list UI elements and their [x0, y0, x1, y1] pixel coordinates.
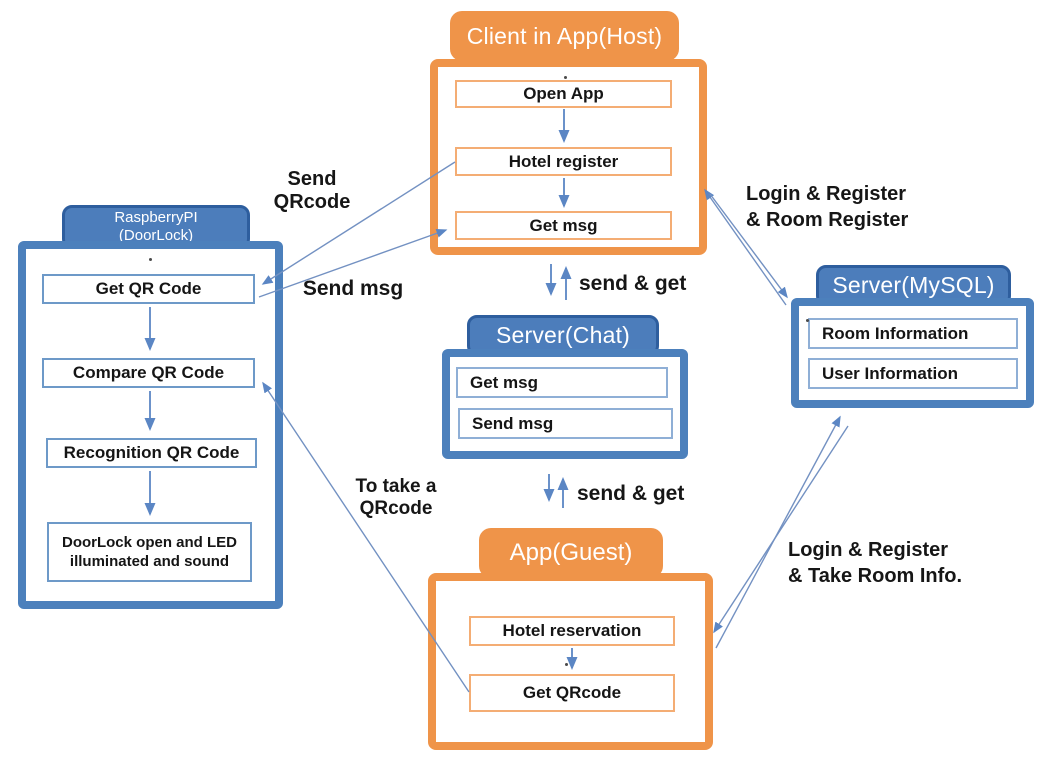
connector-mysql-to-guest: [713, 425, 849, 634]
step-hotel-reservation: Hotel reservation: [469, 616, 675, 646]
node-app-guest: [428, 573, 713, 750]
node-app-guest-header: App(Guest): [479, 528, 663, 578]
label-to-take-qrcode: To take a QRcode: [355, 476, 437, 519]
node-app-guest-title: App(Guest): [509, 539, 633, 566]
label-login-room-register: Login & Register & Room Register: [746, 183, 909, 231]
step-user-information: User Information: [808, 358, 1018, 389]
node-server-mysql-title: Server(MySQL): [832, 272, 995, 298]
stray-dot: [149, 258, 152, 261]
step-recognition-qr-code: Recognition QR Code: [46, 438, 257, 468]
step-chat-send-msg: Send msg: [458, 408, 673, 439]
node-raspberrypi-title-line1: RaspberryPI: [114, 209, 198, 226]
step-client-get-msg: Get msg: [455, 211, 672, 240]
step-open-app: Open App: [455, 80, 672, 108]
stray-dot: [565, 663, 568, 666]
node-server-chat: [442, 349, 688, 459]
node-client-host-header: Client in App(Host): [450, 11, 679, 61]
stray-dot: [806, 319, 809, 322]
label-send-get-top: send & get: [579, 272, 687, 295]
step-get-qr-code: Get QR Code: [42, 274, 255, 304]
connector-guest-to-mysql: [715, 415, 841, 649]
step-chat-get-msg: Get msg: [456, 367, 668, 398]
step-hotel-register: Hotel register: [455, 147, 672, 176]
node-server-mysql: [791, 298, 1034, 408]
step-get-qrcode: Get QRcode: [469, 674, 675, 712]
label-send-qrcode: Send QRcode: [273, 168, 351, 213]
step-doorlock-open: DoorLock open and LED illuminated and so…: [47, 522, 252, 582]
step-compare-qr-code: Compare QR Code: [42, 358, 255, 388]
label-send-msg: Send msg: [302, 277, 404, 300]
step-room-information: Room Information: [808, 318, 1018, 349]
node-client-host-title: Client in App(Host): [466, 22, 663, 49]
node-raspberrypi-title-line2: (DoorLock): [118, 227, 194, 244]
label-send-get-bottom: send & get: [577, 482, 685, 505]
label-login-take-room-info: Login & Register & Take Room Info.: [788, 539, 963, 587]
stray-dot: [564, 76, 567, 79]
node-server-chat-title: Server(Chat): [495, 322, 631, 348]
